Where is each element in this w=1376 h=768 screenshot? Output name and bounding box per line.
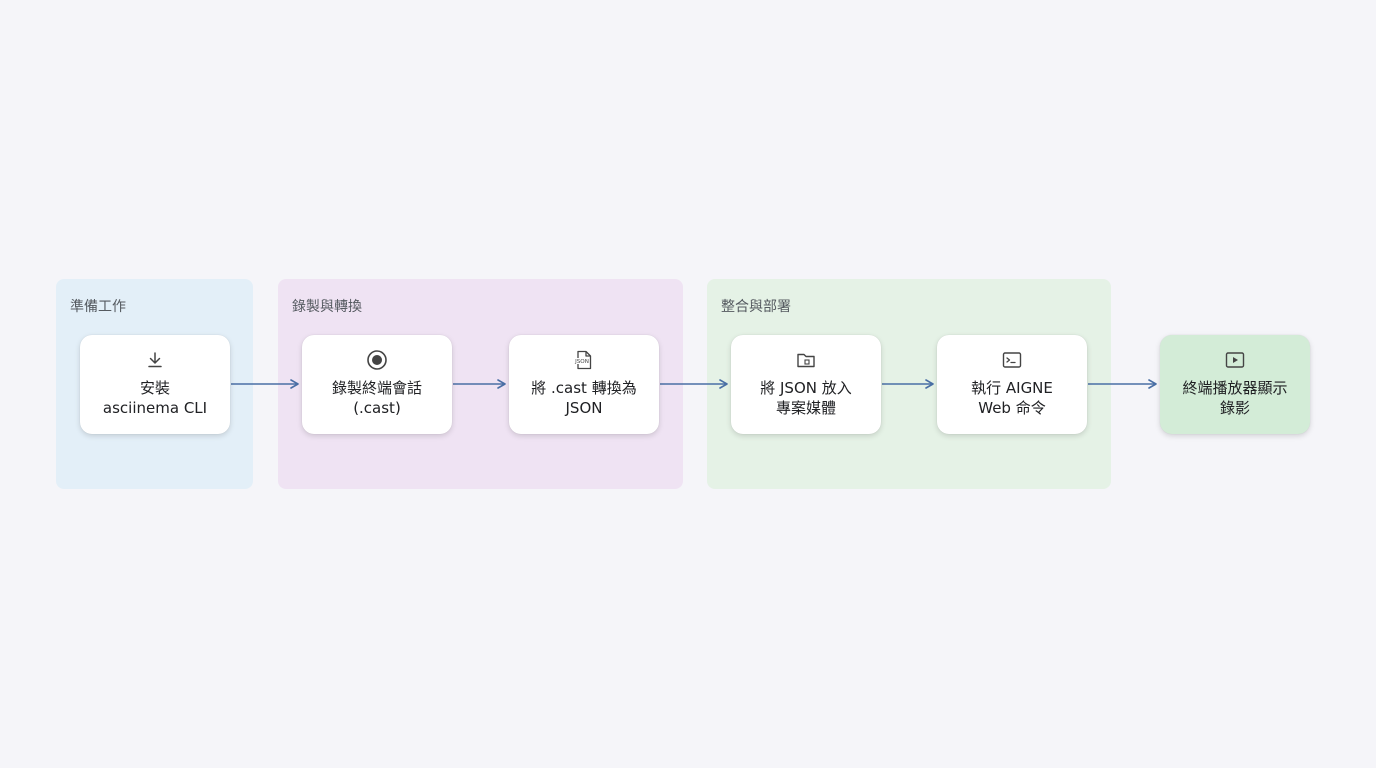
step-convert-json: JSON 將 .cast 轉換為 JSON (509, 335, 659, 434)
record-icon (366, 349, 388, 371)
step-place-media: 將 JSON 放入 專案媒體 (731, 335, 881, 434)
group-label-integrate-deploy: 整合與部署 (721, 299, 791, 315)
step-label: 將 .cast 轉換為 JSON (531, 379, 637, 417)
terminal-icon (1001, 349, 1023, 371)
step-label: 錄製終端會話 (.cast) (331, 379, 422, 417)
folder-icon (795, 349, 817, 371)
step-player-display: 終端播放器顯示 錄影 (1160, 335, 1310, 434)
step-label: 安裝 asciinema CLI (102, 379, 208, 417)
step-run-command: 執行 AIGNE Web 命令 (937, 335, 1087, 434)
step-label: 將 JSON 放入 專案媒體 (760, 379, 852, 417)
download-icon (144, 349, 166, 371)
step-install-cli: 安裝 asciinema CLI (80, 335, 230, 434)
step-label: 執行 AIGNE Web 命令 (971, 379, 1053, 417)
step-label: 終端播放器顯示 錄影 (1182, 379, 1288, 417)
svg-text:JSON: JSON (574, 359, 589, 365)
play-video-icon (1224, 349, 1246, 371)
json-file-icon: JSON (573, 349, 595, 371)
group-label-record-convert: 錄製與轉換 (292, 299, 362, 315)
group-label-preparation: 準備工作 (70, 299, 126, 315)
step-record-session: 錄製終端會話 (.cast) (302, 335, 452, 434)
